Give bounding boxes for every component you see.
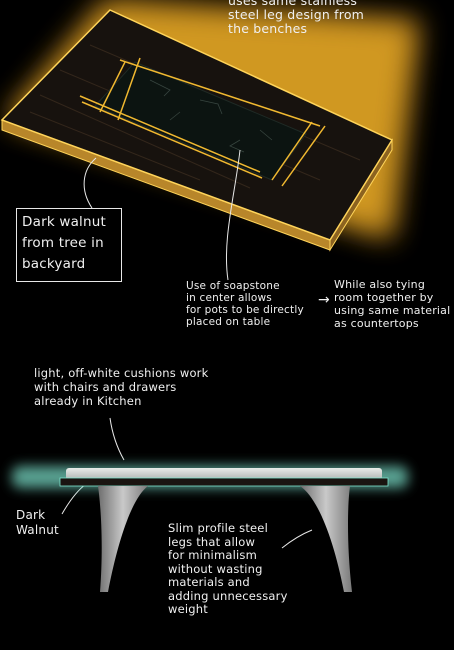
note-walnut-side: Dark Walnut: [16, 508, 59, 538]
note-legs-top: uses same stainless steel leg design fro…: [228, 0, 364, 36]
note-tying: While also tying room together by using …: [334, 278, 450, 330]
note-slim-legs: Slim profile steel legs that allow for m…: [168, 522, 288, 617]
note-soapstone: Use of soapstone in center allows for po…: [186, 280, 304, 328]
walnut-slab: [60, 478, 388, 486]
steel-leg-left: [98, 486, 148, 592]
note-walnut-top: Dark walnut from tree in backyard: [22, 212, 106, 275]
arrow-symbol: →: [318, 292, 330, 308]
steel-leg-right: [300, 486, 352, 592]
note-cushions: light, off-white cushions work with chai…: [34, 366, 208, 408]
